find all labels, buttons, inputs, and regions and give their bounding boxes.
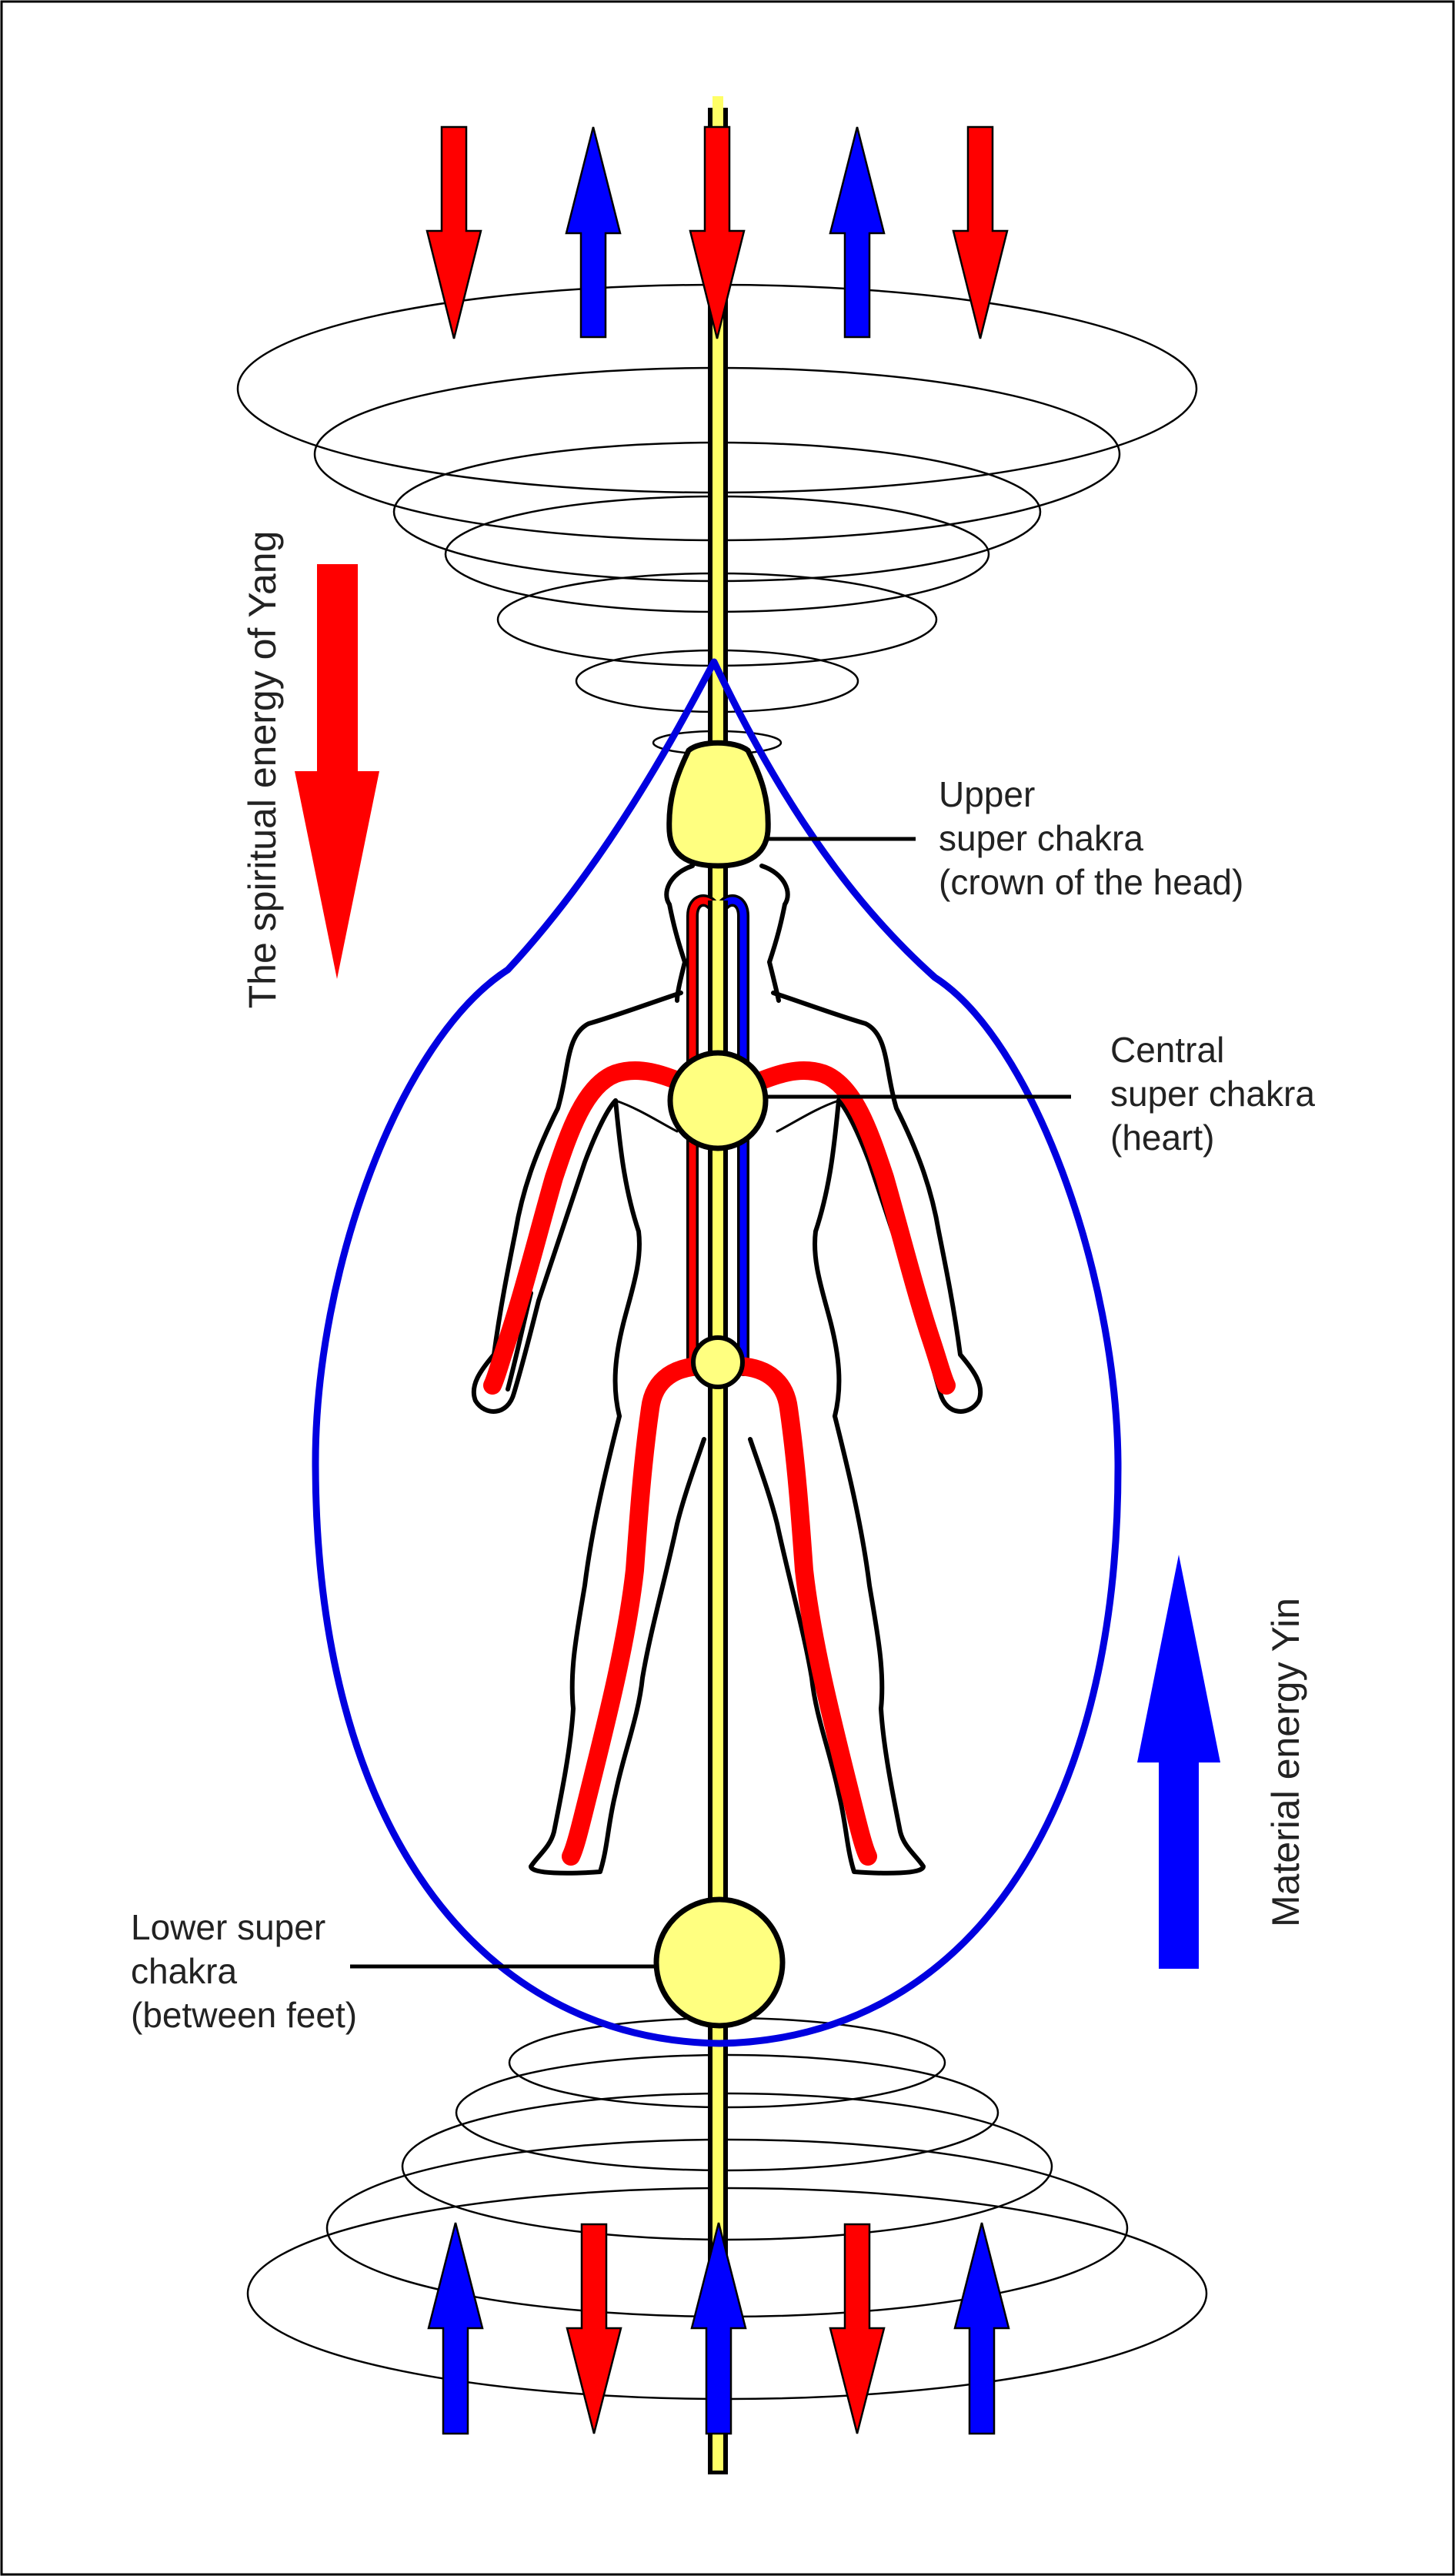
left-leg-outline <box>529 1414 706 1876</box>
chest-line <box>614 1099 679 1133</box>
lower-label-line-3: (between feet) <box>131 1995 357 2035</box>
arrow-icon <box>427 2222 484 2435</box>
upper-label-line-2: super chakra <box>939 818 1143 858</box>
central-label-line-1: Central <box>1110 1030 1224 1070</box>
central-chakra-label: Central super chakra (heart) <box>1110 1030 1325 1158</box>
arrow-icon <box>425 125 482 339</box>
arrow-icon <box>565 126 622 339</box>
arrow-icon <box>829 2223 886 2434</box>
arrow-icon <box>689 125 746 339</box>
yang-energy-label: The spiritual energy of Yang <box>241 531 284 1009</box>
leader-lines <box>350 837 1071 1969</box>
lower-label-line-1: Lower super <box>131 1907 325 1947</box>
torso-left <box>612 1098 642 1418</box>
upper-label-line-1: Upper <box>939 774 1035 814</box>
right-leg-outline <box>748 1414 926 1876</box>
lower-label-line-2: chakra <box>131 1951 237 1991</box>
central-chakra <box>667 1050 769 1151</box>
red-arm-right <box>741 1061 956 1395</box>
lower-chakra <box>653 1896 786 2029</box>
lower-chakra-label: Lower super chakra (between feet) <box>131 1907 357 2035</box>
upper-chakra <box>666 740 771 869</box>
head-outline <box>759 864 790 1003</box>
arrow-icon <box>690 2222 747 2435</box>
central-label-line-3: (heart) <box>1110 1118 1214 1158</box>
chest-line <box>776 1099 840 1133</box>
red-arm-left <box>483 1061 698 1395</box>
aura-outline <box>312 658 1122 2047</box>
arrow-icon <box>566 2223 622 2434</box>
top-arrows <box>425 125 1009 339</box>
upper-label-line-3: (crown of the head) <box>939 862 1243 902</box>
head-outline <box>664 864 695 1003</box>
arrow-icon <box>953 2222 1010 2435</box>
red-leg-left <box>562 1357 713 1866</box>
central-label-line-2: super chakra <box>1110 1074 1315 1114</box>
arrow-icon <box>952 125 1009 339</box>
yin-arrow-icon <box>1137 1555 1220 1969</box>
arrow-icon <box>829 126 886 339</box>
human-figure <box>471 864 983 1876</box>
red-leg-right <box>726 1357 877 1866</box>
navel-chakra <box>691 1335 745 1389</box>
yang-arrow-icon <box>295 564 379 979</box>
torso-right <box>813 1098 842 1418</box>
yin-energy-label: Material energy Yin <box>1264 1598 1307 1927</box>
upper-chakra-label: Upper super chakra (crown of the head) <box>939 774 1243 902</box>
central-channel-overlay <box>712 900 723 1916</box>
bottom-arrows <box>427 2222 1010 2435</box>
left-arm-outline <box>471 991 683 1414</box>
